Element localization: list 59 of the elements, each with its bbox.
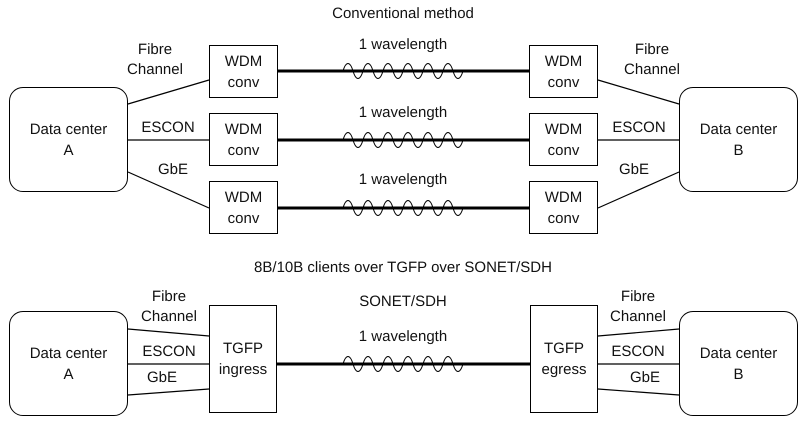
edge-label: Fibre Channel xyxy=(609,287,667,327)
edge-label: GbE xyxy=(618,160,650,180)
edge-label: GbE xyxy=(629,368,661,388)
edge-label: 1 wavelength xyxy=(358,170,448,190)
connector-line xyxy=(128,139,209,141)
data-center-box xyxy=(679,311,798,416)
connector-line xyxy=(128,388,210,396)
connector-line xyxy=(128,363,209,365)
converter-box xyxy=(529,181,598,234)
converter-box xyxy=(209,181,278,234)
data-center-box xyxy=(679,87,798,192)
node-label: WDM conv xyxy=(224,188,264,228)
converter-box xyxy=(530,305,598,413)
converter-box xyxy=(529,45,598,98)
connector-line xyxy=(128,328,210,337)
edge-label: GbE xyxy=(157,160,189,180)
node-label: Data center A xyxy=(28,344,108,384)
edge-label: 1 wavelength xyxy=(358,35,448,55)
connector-line xyxy=(128,79,210,105)
node-label: Data center B xyxy=(698,120,778,160)
edge-label: ESCON xyxy=(610,342,666,362)
layer-label: SONET/SDH xyxy=(359,293,447,311)
edge-label: GbE xyxy=(146,368,178,388)
edge-label: Fibre Channel xyxy=(126,40,184,80)
converter-box xyxy=(209,305,277,413)
node-label: TGFP egress xyxy=(540,339,588,380)
connector-line xyxy=(128,171,210,209)
node-label: WDM conv xyxy=(224,120,264,160)
connector-line xyxy=(598,363,679,365)
node-label: WDM conv xyxy=(544,120,584,160)
converter-box xyxy=(209,45,278,98)
section-heading: 8B/10B clients over TGFP over SONET/SDH xyxy=(254,259,552,277)
connector-line xyxy=(278,70,529,72)
edge-label: ESCON xyxy=(140,118,196,138)
converter-box xyxy=(529,113,598,166)
converter-box xyxy=(209,113,278,166)
data-center-box xyxy=(9,311,128,416)
connector-line xyxy=(598,79,680,105)
connector-line xyxy=(598,171,680,209)
edge-label: ESCON xyxy=(141,342,197,362)
node-label: WDM conv xyxy=(224,52,264,92)
connector-line xyxy=(598,139,679,141)
edge-label: 1 wavelength xyxy=(358,103,448,123)
node-label: WDM conv xyxy=(544,188,584,228)
connector-line xyxy=(277,362,530,366)
node-label: TGFP ingress xyxy=(218,339,268,380)
data-center-box xyxy=(9,87,128,192)
edge-label: Fibre Channel xyxy=(140,287,198,327)
node-label: WDM conv xyxy=(544,52,584,92)
section-heading: Conventional method xyxy=(332,5,474,23)
connector-line xyxy=(598,388,680,396)
edge-label: ESCON xyxy=(611,118,667,138)
connector-line xyxy=(598,328,680,337)
connector-line xyxy=(278,138,529,142)
node-label: Data center A xyxy=(28,120,108,160)
connector-line xyxy=(278,206,529,210)
edge-label: 1 wavelength xyxy=(358,327,448,347)
edge-label: Fibre Channel xyxy=(623,40,681,80)
node-label: Data center B xyxy=(698,344,778,384)
